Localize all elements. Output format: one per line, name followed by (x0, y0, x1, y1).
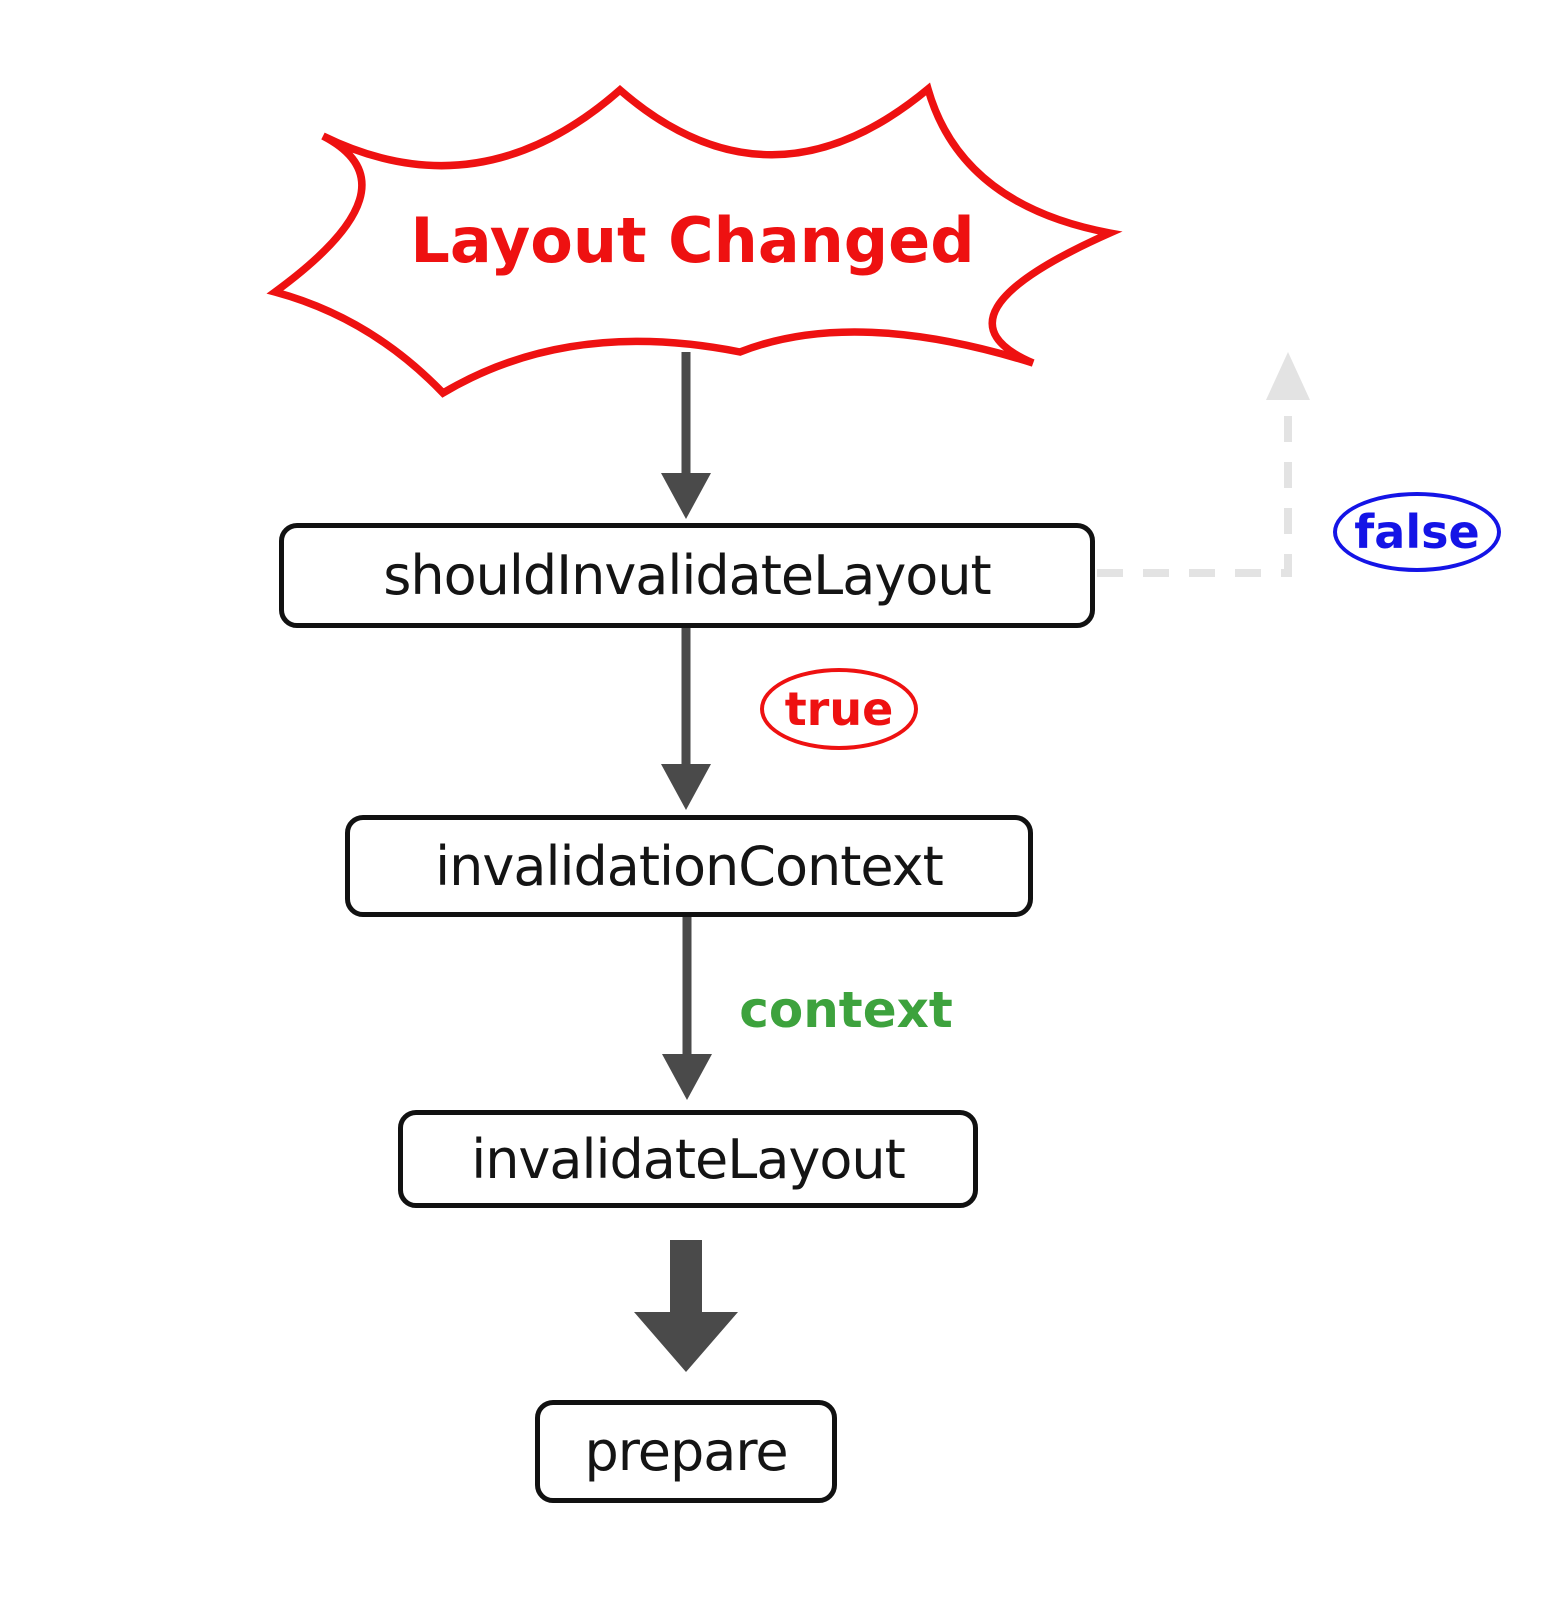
node-label: shouldInvalidateLayout (383, 544, 991, 607)
edge-label-context: context (739, 978, 953, 1042)
node-label: invalidateLayout (471, 1127, 906, 1191)
context-label-text: context (739, 981, 953, 1039)
arrow-down-icon (661, 473, 711, 519)
node-shouldInvalidateLayout: shouldInvalidateLayout (279, 523, 1095, 628)
edge-condition-false: false (1333, 492, 1501, 572)
start-node-label: Layout Changed (275, 88, 1110, 393)
node-invalidationContext: invalidationContext (345, 815, 1033, 917)
edge-condition-true: true (760, 668, 918, 750)
node-label: invalidationContext (435, 834, 944, 898)
arrow-down-icon (662, 1054, 712, 1100)
start-starburst-shape (266, 82, 1123, 398)
false-label: false (1354, 505, 1480, 559)
node-prepare: prepare (535, 1400, 837, 1503)
false-branch-arrow-up-icon (1266, 352, 1310, 400)
false-branch-dashed-connector (1097, 398, 1292, 577)
node-invalidateLayout: invalidateLayout (398, 1110, 978, 1208)
node-label: prepare (584, 1420, 788, 1483)
arrow-down-icon (661, 764, 711, 810)
true-label: true (784, 682, 894, 736)
start-node-text: Layout Changed (410, 204, 975, 277)
thick-arrow-invalidate-to-prepare (634, 1240, 738, 1372)
